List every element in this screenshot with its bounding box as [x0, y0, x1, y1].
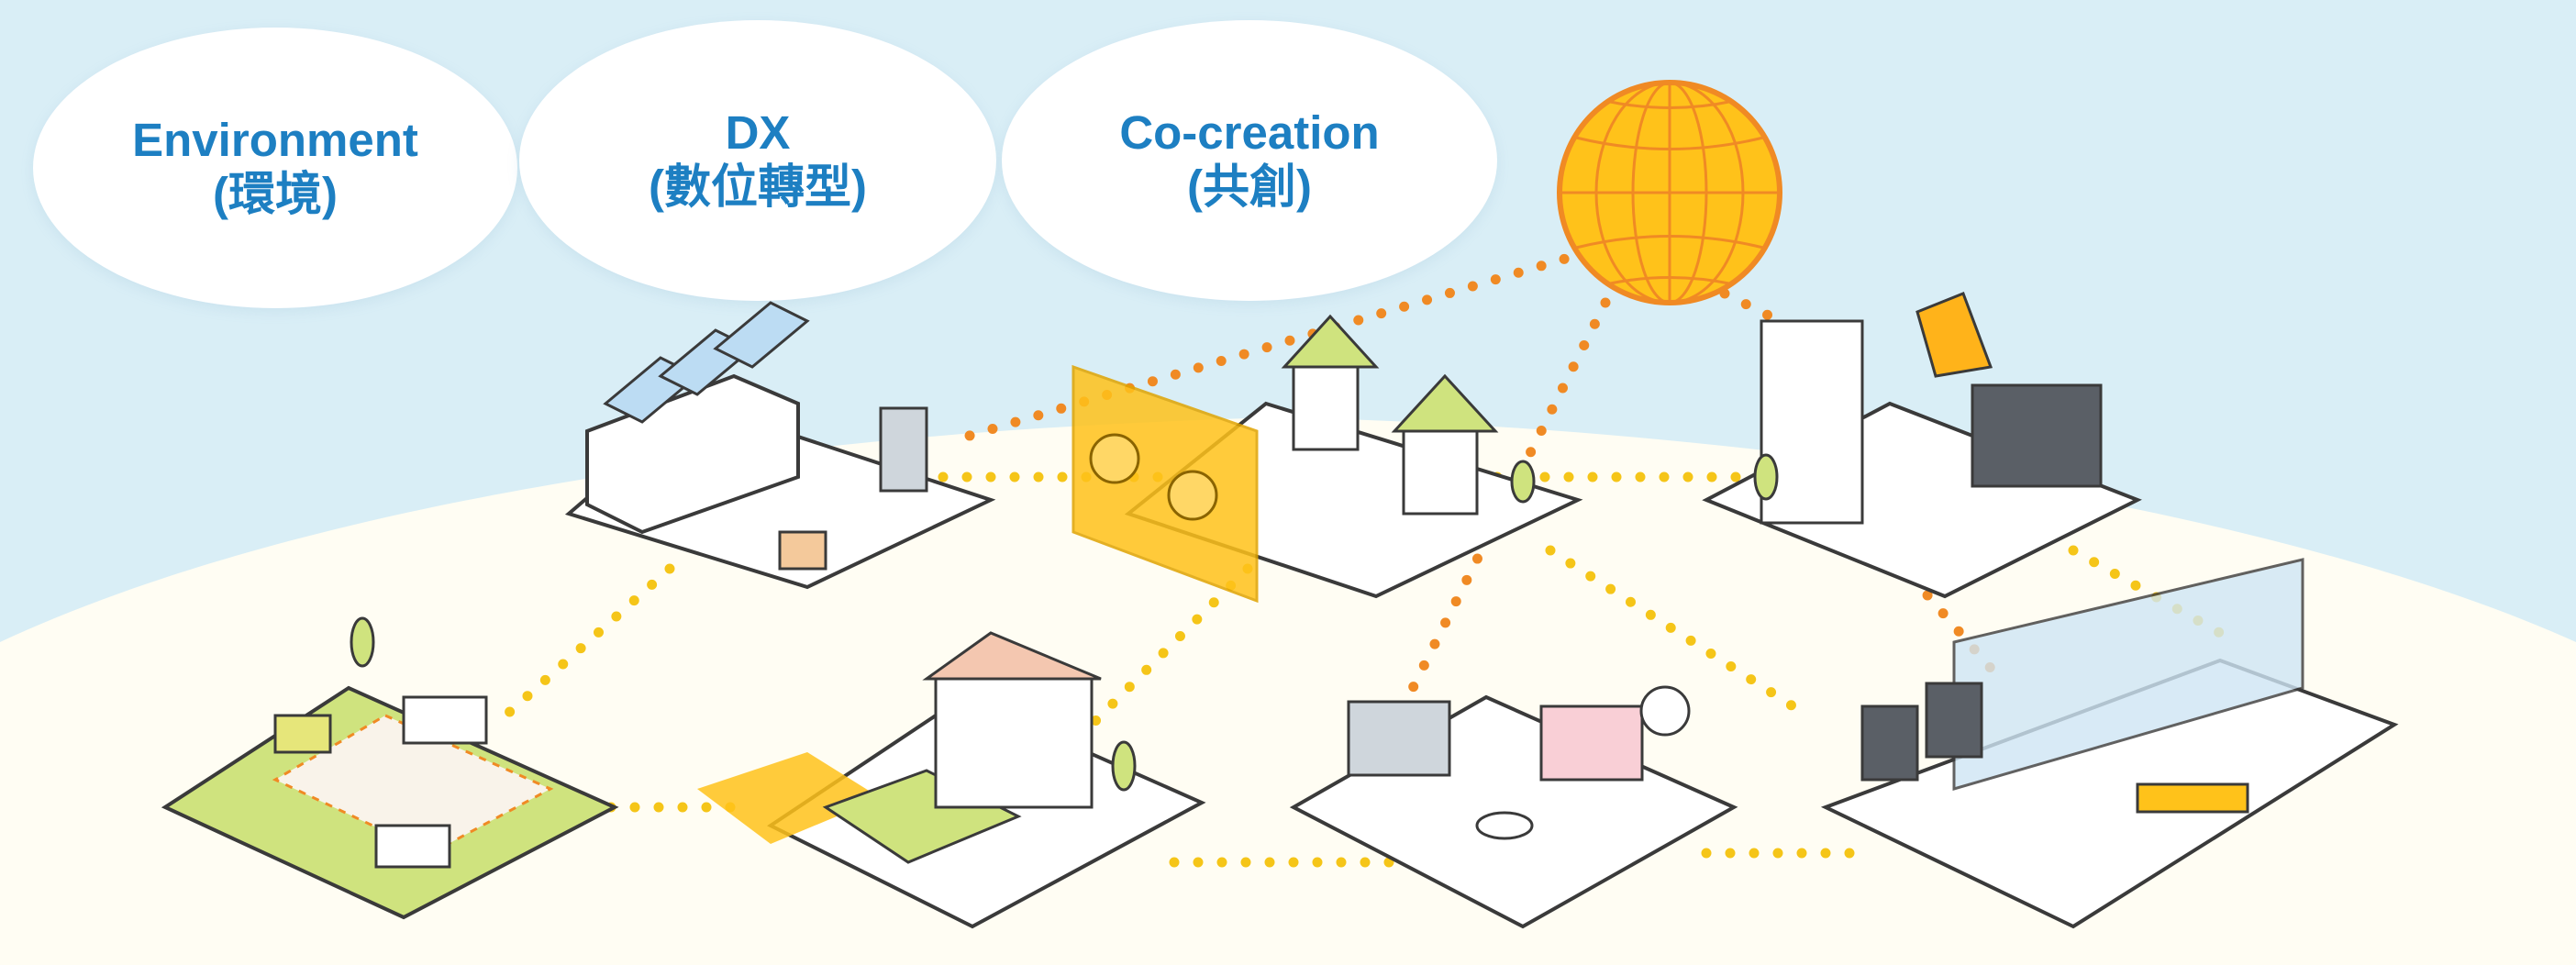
keyword-bubble-dx: DX (數位轉型) — [519, 20, 996, 301]
keyword-bubble-environment: Environment (環境) — [33, 28, 517, 308]
retail-store-tile-icon — [1820, 558, 2399, 929]
keyword-translation: (共創) — [1187, 161, 1312, 213]
smart-mobility-tile-icon — [161, 616, 619, 920]
online-fitness-house-tile-icon — [697, 631, 1206, 929]
apparel-factory-tile-icon — [1702, 292, 2142, 599]
factory-tile-icon — [564, 301, 996, 590]
keyword-term: Environment — [132, 114, 418, 167]
keyword-term: DX — [725, 106, 791, 160]
keyword-translation: (數位轉型) — [649, 161, 867, 213]
keyword-term: Co-creation — [1119, 106, 1380, 160]
network-link — [490, 563, 675, 730]
network-link — [1545, 545, 1813, 721]
video-call-screen-icon — [1071, 364, 1259, 604]
globe-link — [1719, 288, 1877, 372]
globe-link — [949, 247, 1593, 446]
cafe-print-shop-tile-icon — [1289, 685, 1738, 929]
globe-link — [1875, 536, 2005, 684]
network-link — [1077, 563, 1253, 739]
globe-icon — [1557, 80, 1782, 305]
keyword-bubble-co-creation: Co-creation (共創) — [1002, 20, 1497, 301]
keyword-translation: (環境) — [213, 168, 338, 220]
